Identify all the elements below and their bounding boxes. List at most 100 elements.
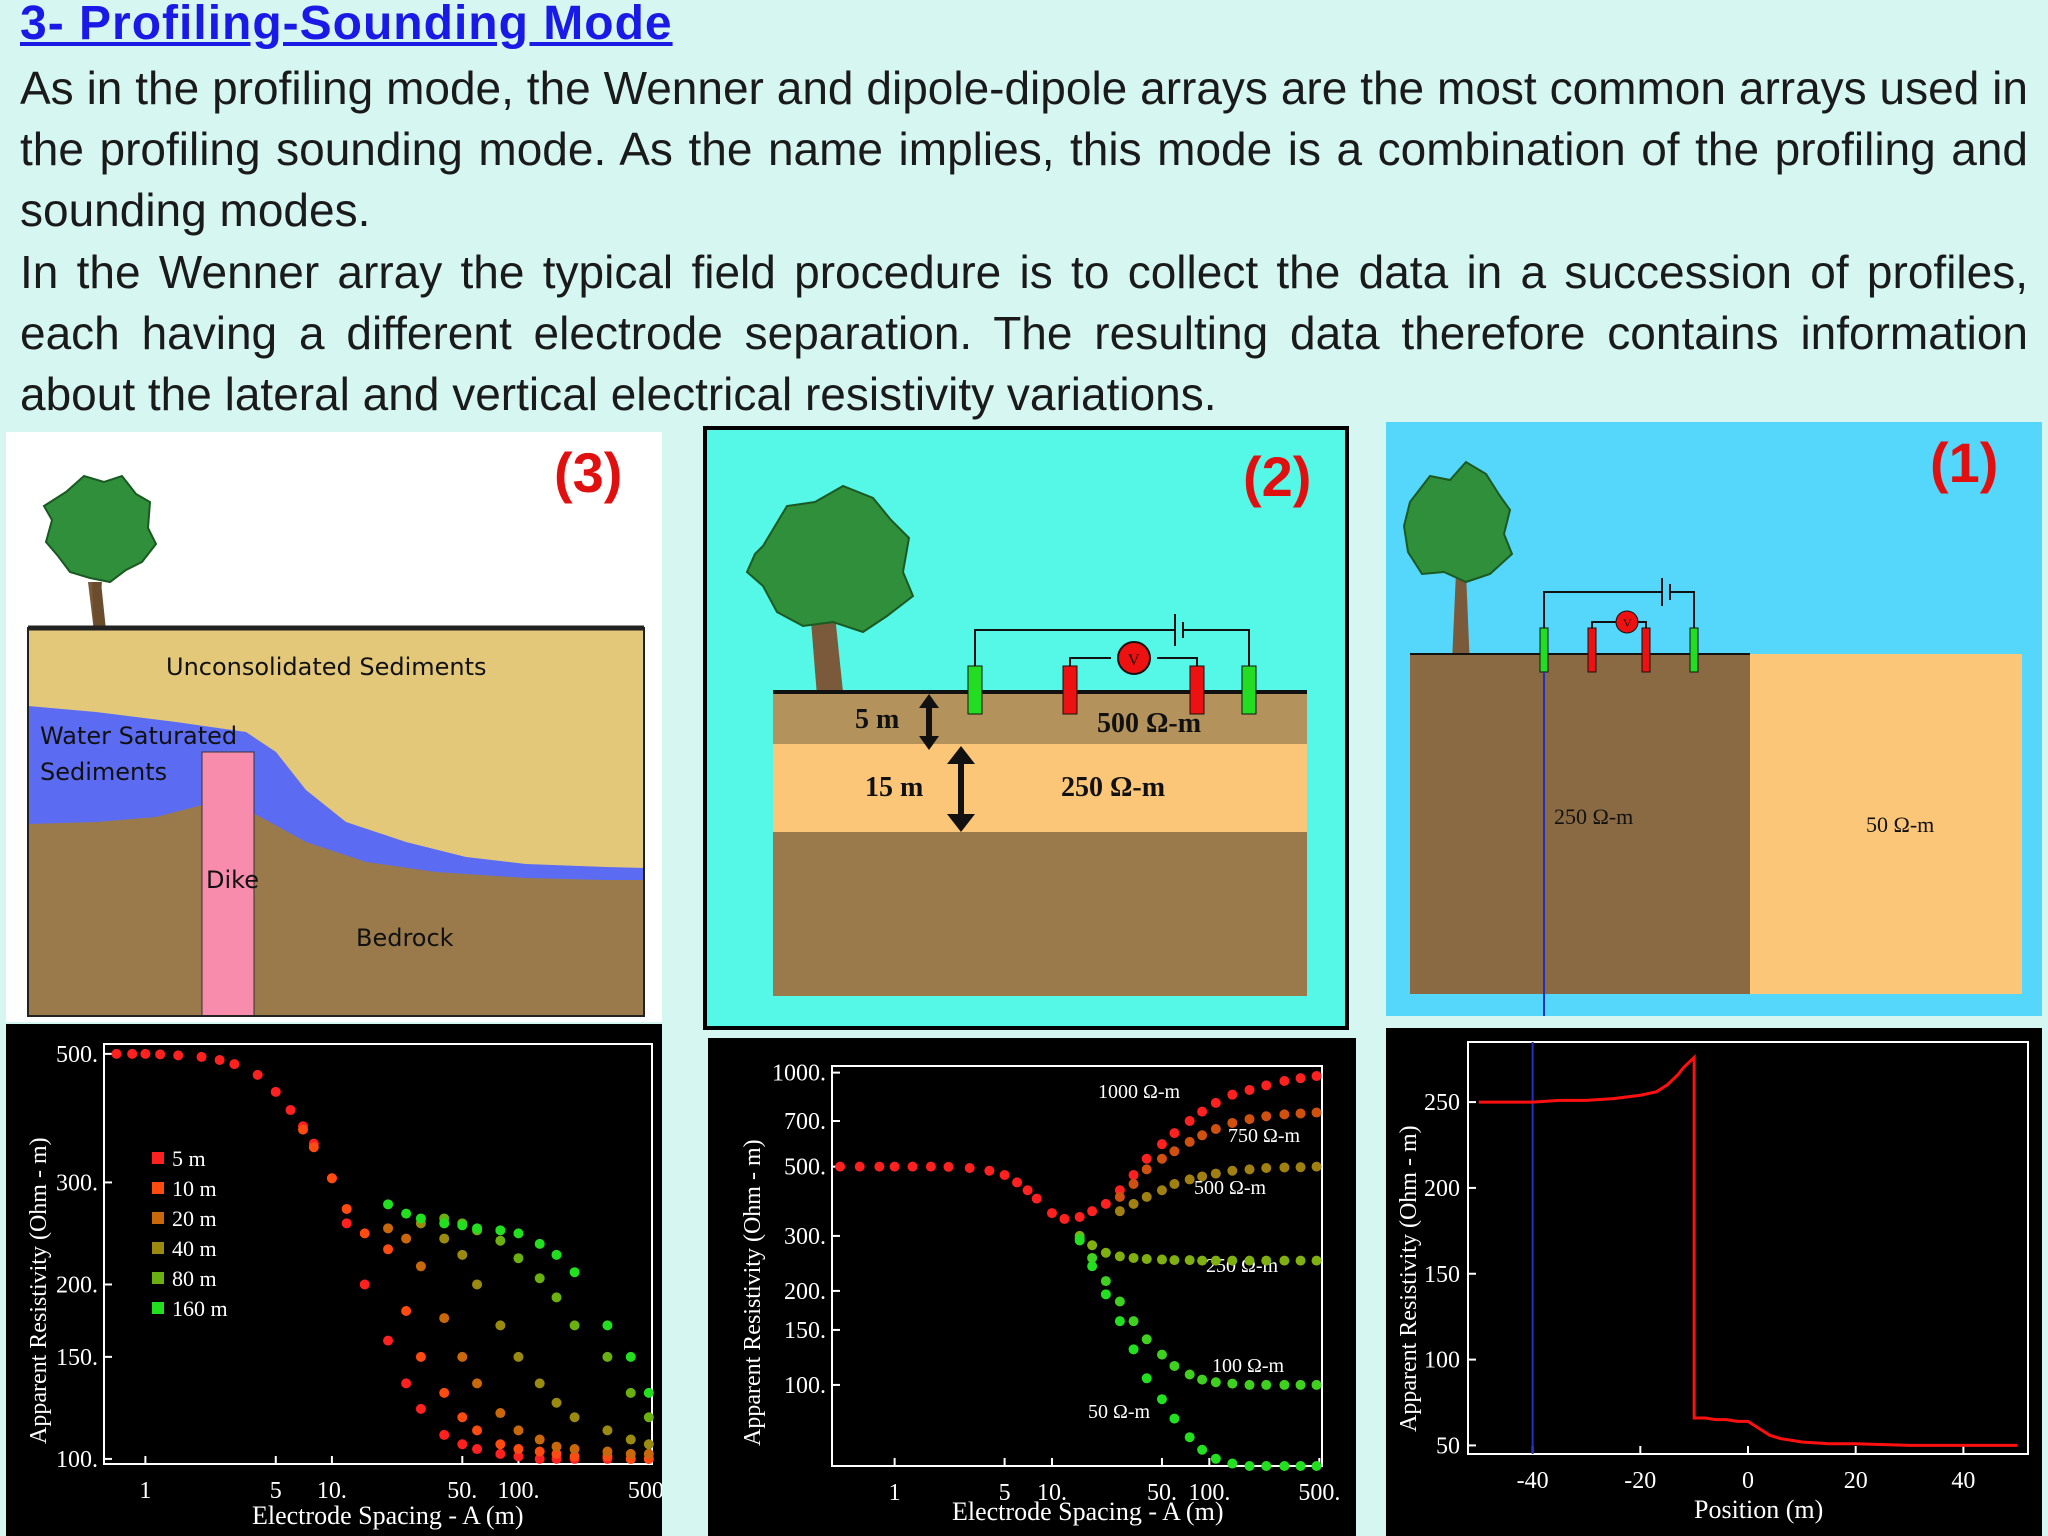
data-point: [341, 1203, 352, 1214]
data-point: [1244, 1255, 1255, 1266]
data-point: [495, 1225, 506, 1236]
data-point: [1128, 1198, 1139, 1209]
data-point: [173, 1050, 184, 1061]
data-point: [1141, 1191, 1152, 1202]
data-point: [415, 1351, 426, 1362]
data-point: [415, 1261, 426, 1272]
legend-swatch: [152, 1242, 164, 1254]
page-title: 3- Profiling-Sounding Mode: [20, 0, 673, 50]
x-tick-label: -20: [1624, 1468, 1656, 1494]
data-point: [1197, 1255, 1208, 1266]
data-point: [359, 1279, 370, 1290]
data-point: [534, 1273, 545, 1284]
data-point: [643, 1412, 654, 1423]
label-dike: Dike: [206, 866, 259, 894]
data-point: [383, 1199, 394, 1210]
chart-panel-3: Electrode Spacing - A (m) Apparent Resis…: [6, 1024, 662, 1536]
data-point: [1279, 1109, 1290, 1120]
data-point: [1022, 1185, 1033, 1196]
legend-label: 160 m: [172, 1296, 228, 1321]
data-point: [1128, 1170, 1139, 1181]
data-point: [1197, 1374, 1208, 1385]
profile-chart-1: Position (m) Apparent Resistivity (Ohm -…: [1396, 1041, 2029, 1524]
chart-panel-2: Electrode Spacing - A (m) Apparent Resis…: [708, 1038, 1356, 1536]
data-point: [439, 1429, 450, 1440]
data-point: [964, 1162, 975, 1173]
x-tick-label: -40: [1517, 1468, 1549, 1494]
data-point: [1311, 1255, 1322, 1266]
data-point: [1244, 1084, 1255, 1095]
data-point: [1169, 1413, 1180, 1424]
data-point: [602, 1446, 613, 1457]
data-point: [569, 1320, 580, 1331]
data-point: [1184, 1432, 1195, 1443]
data-point: [472, 1279, 483, 1290]
y-tick-label: 200.: [784, 1279, 826, 1305]
geology-panel-2: (2) V 5 m 15 m 500 Ω-m 250 Ω-m: [703, 426, 1349, 1030]
data-point: [472, 1378, 483, 1389]
data-point: [341, 1218, 352, 1229]
data-point: [1311, 1461, 1322, 1471]
data-point: [513, 1253, 524, 1264]
x-tick-label: 0: [1742, 1468, 1754, 1494]
data-point: [1210, 1377, 1221, 1388]
data-point: [1295, 1108, 1306, 1119]
x-tick-label: 10.: [317, 1478, 347, 1504]
data-point: [439, 1233, 450, 1244]
data-point: [457, 1249, 468, 1260]
data-point: [1046, 1208, 1057, 1219]
y-tick-label: 100.: [784, 1373, 826, 1399]
geology-panel-3: (3) Unconsolidated Sediments Water Satur…: [6, 432, 662, 1022]
data-point: [1295, 1379, 1306, 1390]
x-tick-label: 20: [1844, 1468, 1868, 1494]
data-point: [513, 1228, 524, 1239]
thickness-arrow-1: [919, 694, 939, 750]
y-tick-label: 700.: [784, 1109, 826, 1135]
series-annotation: 50 Ω-m: [1088, 1401, 1151, 1423]
data-point: [984, 1165, 995, 1176]
data-point: [569, 1412, 580, 1423]
data-point: [534, 1446, 545, 1457]
data-point: [513, 1444, 524, 1455]
data-point: [359, 1228, 370, 1239]
y-axis-label: Apparent Resistivity (Ohm - m): [1396, 1125, 1422, 1432]
plot-frame: [1467, 1041, 2029, 1455]
data-point: [1114, 1191, 1125, 1202]
y-tick-label: 50: [1436, 1433, 1460, 1459]
data-point: [1244, 1461, 1255, 1471]
data-point: [854, 1161, 865, 1172]
data-point: [472, 1223, 483, 1234]
data-point: [1074, 1211, 1085, 1222]
data-point: [1295, 1073, 1306, 1084]
electrode-m: [1062, 665, 1078, 715]
data-point: [1244, 1114, 1255, 1125]
data-point: [1295, 1162, 1306, 1173]
data-point: [625, 1351, 636, 1362]
y-tick-label: 100.: [56, 1447, 98, 1473]
resistivity-right: 50 Ω-m: [1866, 812, 1934, 837]
data-point: [495, 1235, 506, 1246]
data-point: [1169, 1128, 1180, 1139]
y-axis-label: Apparent Resistivity (Ohm - m): [26, 1137, 52, 1444]
x-tick-label: 10.: [1037, 1480, 1067, 1506]
profile-line: [1478, 1053, 2018, 1447]
data-point: [907, 1161, 918, 1172]
label-water-1: Water Saturated: [40, 722, 237, 750]
plot-frame: [103, 1043, 653, 1465]
data-point: [1031, 1193, 1042, 1204]
x-tick-label: 500.: [628, 1478, 662, 1504]
data-point: [1114, 1296, 1125, 1307]
x-tick-label: 5: [270, 1478, 282, 1504]
data-point: [285, 1105, 296, 1116]
data-point: [472, 1444, 483, 1455]
data-point: [1156, 1349, 1167, 1360]
data-point: [229, 1059, 240, 1070]
series-annotation: 100 Ω-m: [1212, 1355, 1285, 1377]
x-tick-label: 1: [139, 1478, 151, 1504]
lateral-contact-diagram: (1) V 250 Ω-m 50 Ω-m: [1386, 422, 2042, 1016]
data-point: [415, 1213, 426, 1224]
data-point: [1087, 1206, 1098, 1217]
data-point: [1184, 1369, 1195, 1380]
wenner-paragraph: In the Wenner array the typical field pr…: [20, 246, 2028, 420]
